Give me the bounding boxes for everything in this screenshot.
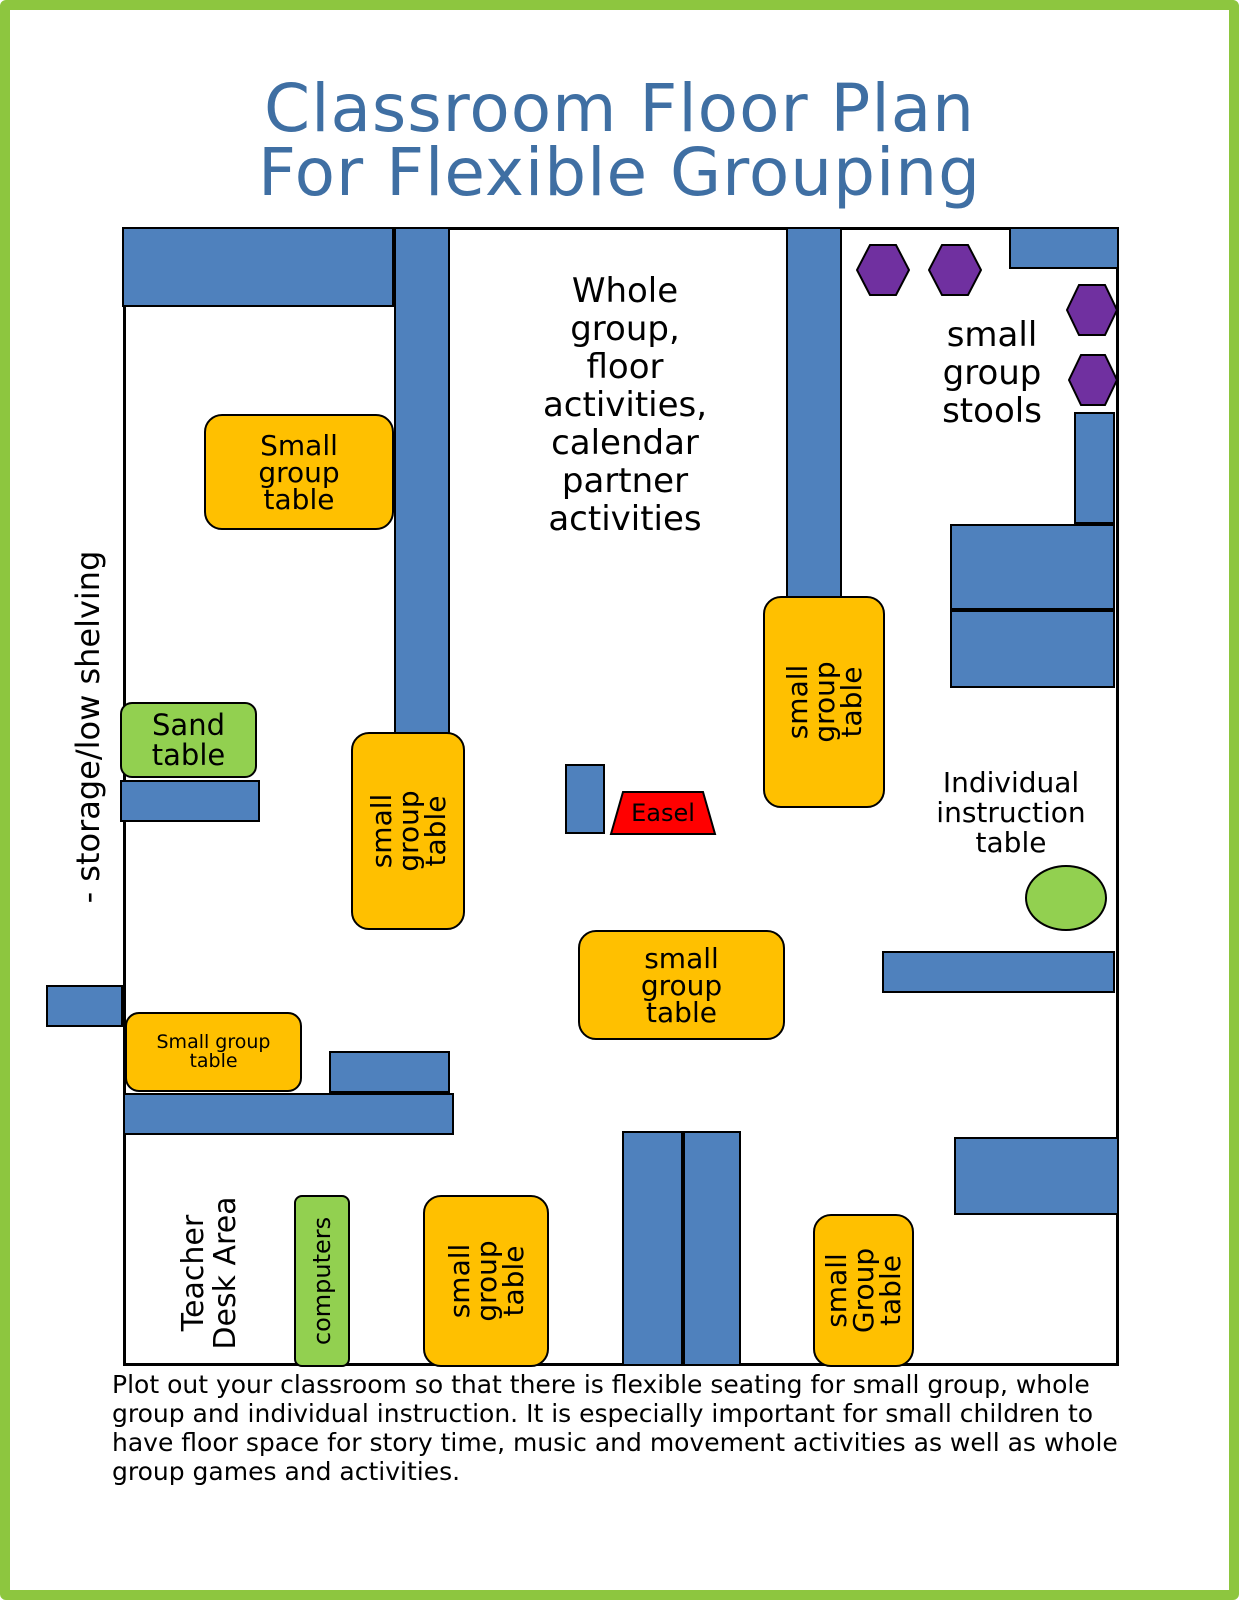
small-group-table-right-center	[763, 596, 885, 808]
small-group-table-bottom-right-label: small Group table	[820, 1247, 907, 1334]
shelf-right-upper	[950, 524, 1115, 610]
shelf-bottom-center-right	[683, 1131, 741, 1366]
stool-hexagon-2	[928, 243, 982, 297]
small-group-stools-label: small group stools	[942, 315, 1042, 431]
individual-instruction-table	[1025, 865, 1107, 931]
shelf-bottom-right	[954, 1137, 1119, 1215]
shelf-right-tall	[1074, 412, 1115, 524]
shelf-outside-left	[46, 985, 123, 1027]
small-group-table-left-lower	[125, 1012, 302, 1092]
computers-label: computers	[308, 1216, 336, 1346]
shelf-lower-small	[329, 1051, 450, 1093]
teacher-desk-area-label: Teacher Desk Area	[176, 1196, 243, 1350]
small-group-table-left-lower-label: Small group table	[156, 1031, 271, 1072]
shelf-under-sand	[120, 780, 260, 822]
sand-table-label: Sand table	[151, 708, 226, 772]
small-group-table-left-center-label: small group table	[364, 790, 452, 872]
small-group-table-center-label: small group table	[640, 941, 723, 1029]
individual-instruction-label: Individual instruction table	[936, 766, 1086, 859]
small-group-table-bottom-label: small group table	[442, 1240, 530, 1322]
sand-table	[120, 702, 257, 778]
small-group-table-left-center	[351, 732, 465, 930]
shelf-top-left	[122, 227, 394, 307]
stool-hexagon-4	[1068, 353, 1118, 407]
small-group-table-bottom	[423, 1195, 549, 1367]
small-group-table-right-center-label: small group table	[780, 661, 868, 743]
storage-shelving-label: - storage/low shelving	[69, 550, 107, 904]
shelf-top-right	[1009, 227, 1119, 269]
small-group-table-top-left	[204, 414, 394, 530]
small-group-table-center	[578, 930, 785, 1040]
easel-stand	[565, 764, 605, 834]
title-line-1: Classroom Floor Plan	[264, 70, 975, 147]
shelf-lower-long	[123, 1093, 454, 1135]
computers-table	[294, 1195, 350, 1367]
small-group-table-top-left-label: Small group table	[258, 428, 340, 516]
shelf-right-lower	[950, 610, 1115, 688]
whole-group-area-label: Whole group, floor activities, calendar …	[542, 271, 708, 539]
shelf-right-middle	[882, 951, 1115, 993]
stool-hexagon-3	[1066, 283, 1118, 337]
shelf-vertical-left	[394, 227, 450, 737]
shelf-vertical-right	[786, 227, 842, 602]
stool-hexagon-1	[856, 243, 910, 297]
small-group-table-bottom-right	[813, 1214, 914, 1367]
title-line-2: For Flexible Grouping	[257, 134, 982, 211]
instructions-paragraph: Plot out your classroom so that there is…	[112, 1370, 1118, 1486]
easel-label: Easel	[631, 799, 695, 827]
shelf-bottom-center-left	[622, 1131, 683, 1366]
easel-shape	[609, 790, 717, 840]
